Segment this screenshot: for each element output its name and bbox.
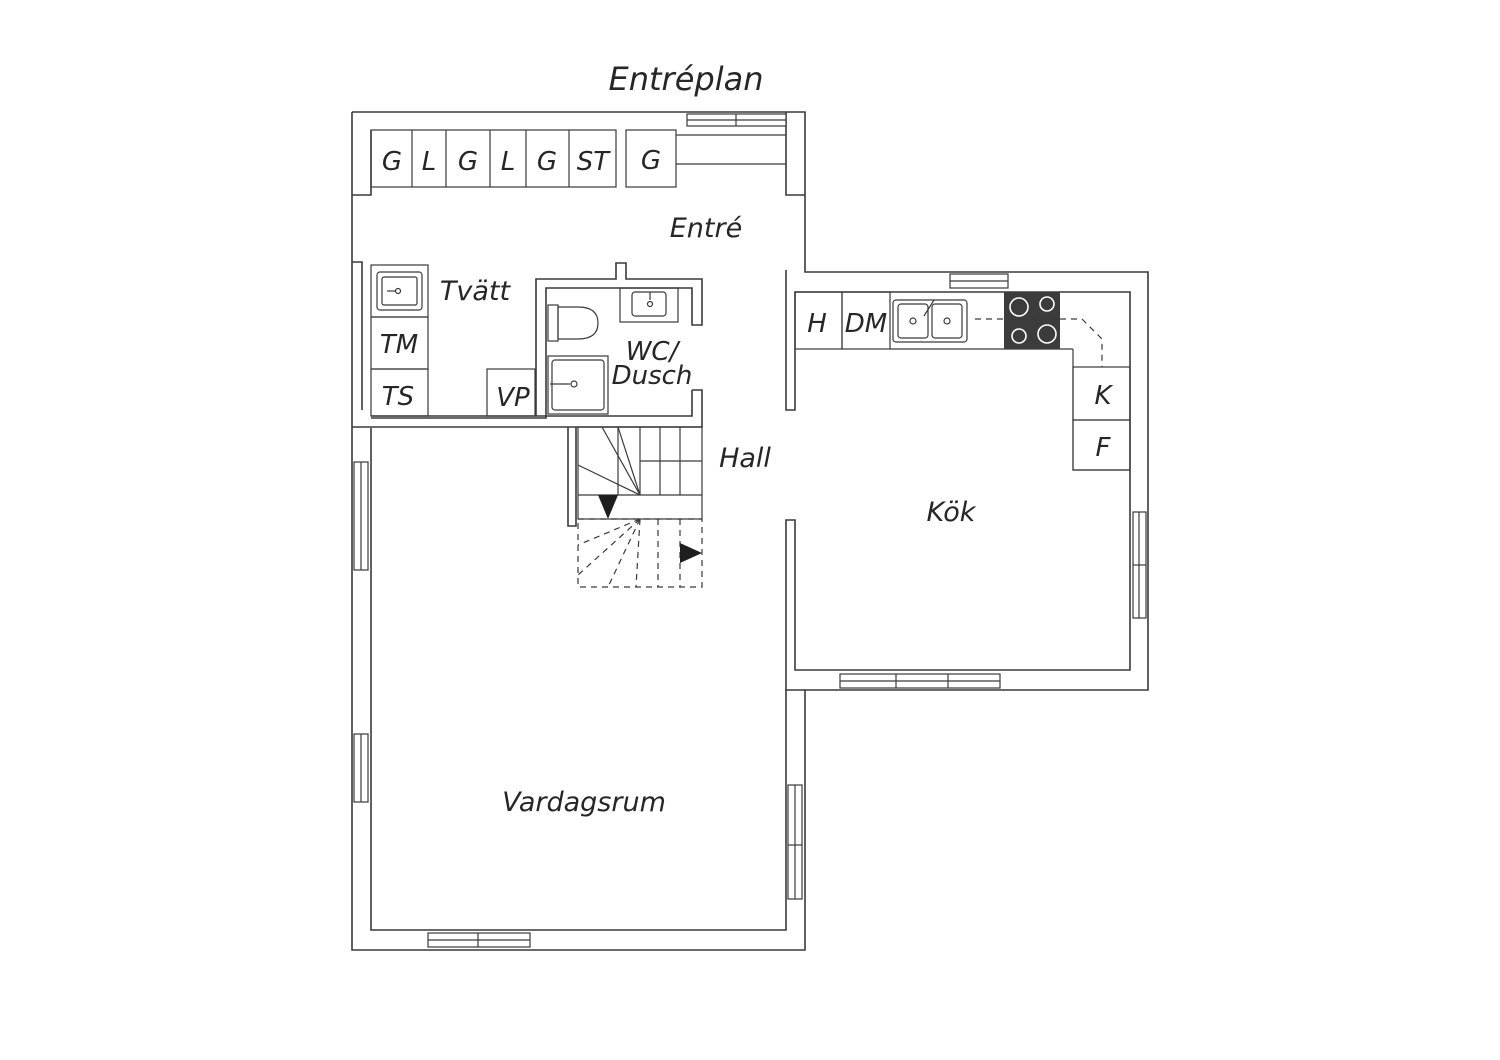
dryer-label: TS <box>382 382 414 412</box>
plan-title: Entréplan <box>609 60 764 98</box>
tall-cabinet-label: H <box>807 309 827 339</box>
outer-walls <box>351 111 1149 951</box>
wardrobe-label-2: L <box>422 147 437 177</box>
washer-label: TM <box>380 330 418 360</box>
windows <box>353 113 1147 948</box>
room-label-entre: Entré <box>670 213 742 244</box>
wardrobe-row: G L G L G ST G <box>370 129 786 188</box>
room-label-tvatt: Tvätt <box>440 276 512 307</box>
freezer-label: F <box>1096 433 1112 463</box>
heat-pump-label: VP <box>496 383 530 413</box>
wardrobe-label-7: G <box>641 146 661 176</box>
laundry-area: TM TS VP Tvätt <box>352 261 576 428</box>
wardrobe-label-5: G <box>537 147 557 177</box>
fridge-label: K <box>1094 381 1113 411</box>
staircase <box>567 426 703 588</box>
wc-shower: WC/ Dusch <box>535 262 703 428</box>
room-label-hall: Hall <box>719 443 771 474</box>
kitchen-counters: H DM K F <box>794 291 1131 471</box>
room-label-kok: Kök <box>927 497 977 528</box>
wardrobe-label-4: L <box>501 147 516 177</box>
room-label-wc-line1: WC/ <box>626 337 682 367</box>
room-label-wc-line2: Dusch <box>612 361 693 391</box>
room-label-vardagsrum: Vardagsrum <box>502 787 666 818</box>
wardrobe-label-3: G <box>458 147 478 177</box>
wardrobe-label-6: ST <box>577 147 612 177</box>
dishwasher-label: DM <box>845 309 887 339</box>
wardrobe-label-1: G <box>382 147 402 177</box>
